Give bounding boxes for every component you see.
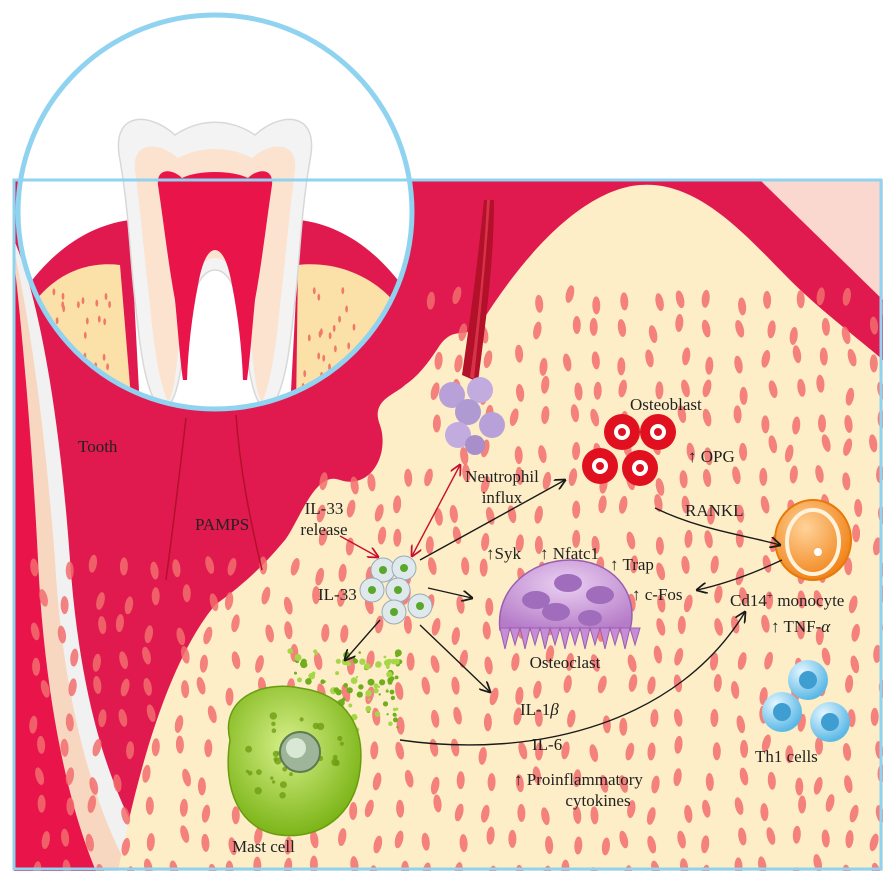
neutrophil-label-line2: influx [482,488,523,507]
trap-label: ↑ Trap [610,555,654,574]
proinflammatory-label-line1: ↑ Proinflammatory [514,770,643,789]
opg-label: ↑ OPG [688,447,735,466]
il6-label: IL-6 [532,735,562,754]
cfos-label: ↑ c-Fos [632,585,683,604]
cd14-monocyte-label: Cd14+ monocyte [730,590,844,610]
proinflammatory-label-line2: cytokines [565,791,630,810]
osteoblast-label: Osteoblast [630,395,702,414]
tooth-label: Tooth [78,437,118,456]
il33-label: IL-33 [318,585,357,604]
tnf-alpha-label: ↑ TNF-α [771,617,831,636]
syk-label: ↑Syk [486,544,521,563]
rankl-label: RANKL [685,501,744,520]
osteoclast-label: Osteoclast [530,653,601,672]
pamps-label: PAMPS [195,515,249,534]
neutrophil-label-line1: Neutrophil [465,467,539,486]
cd14-monocyte-cell [775,500,851,580]
mast-cell-label: Mast cell [232,837,295,856]
th1-cells-label: Th1 cells [755,747,818,766]
il33-release-label-line1: IL-33 [305,499,344,518]
nfatc1-label: ↑ Nfatc1 [540,544,599,563]
il33-release-label-line2: release [300,520,347,539]
il1-beta-label: IL-1β [520,700,559,719]
